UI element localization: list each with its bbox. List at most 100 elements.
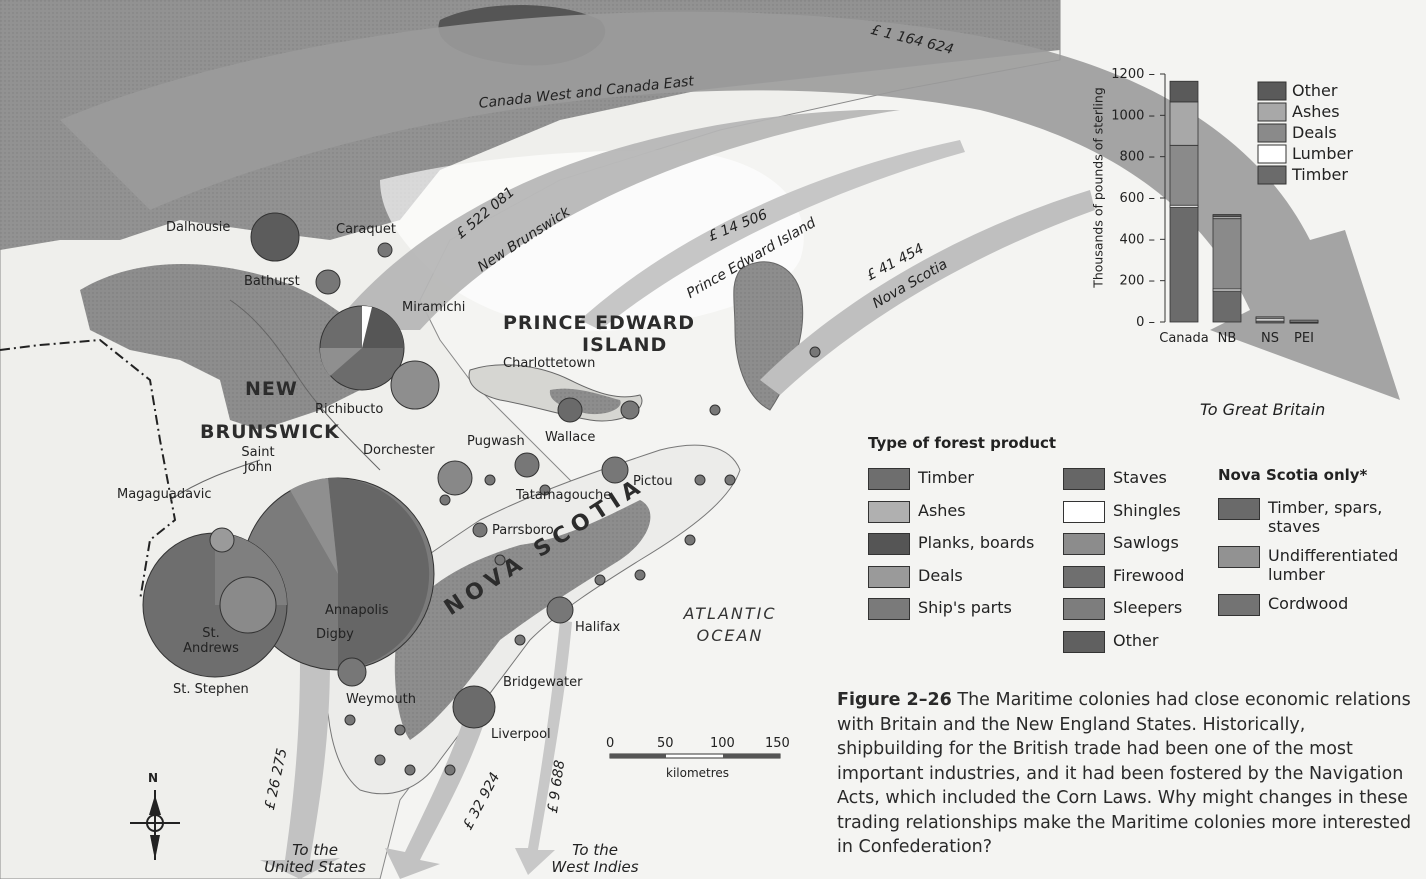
legend-swatch xyxy=(1063,598,1105,620)
bar-segment xyxy=(1212,290,1242,323)
ns-forest xyxy=(394,500,651,740)
pie-weymouth xyxy=(337,657,367,687)
legend-swatch xyxy=(1063,630,1105,653)
destination-us-line1: To the xyxy=(292,841,338,859)
place-label: Magaguadavic xyxy=(117,487,212,502)
place-label: Miramichi xyxy=(402,300,466,315)
place-label: Digby xyxy=(316,627,354,642)
chart-legend-swatch xyxy=(1257,81,1287,101)
place-label: Annapolis xyxy=(325,603,389,618)
destination-britain: To Great Britain xyxy=(1200,400,1326,419)
place-label: Halifax xyxy=(575,620,621,635)
region-pei-2: ISLAND xyxy=(582,334,668,356)
region-new-brunswick-1: NEW xyxy=(245,378,298,400)
chart-legend-swatch xyxy=(1257,144,1287,164)
bar-segment xyxy=(1255,316,1285,320)
north-arrow xyxy=(130,790,180,860)
pie-caraquet xyxy=(377,242,393,258)
destination-wi-line2: West Indies xyxy=(551,858,639,876)
legend-label: Firewood xyxy=(1113,565,1185,585)
ocean-label-line2: OCEAN xyxy=(696,626,764,645)
place-label: Bridgewater xyxy=(503,675,583,690)
flow-us xyxy=(260,660,340,879)
region-new-brunswick-2: BRUNSWICK xyxy=(200,421,340,443)
pie-dorchester xyxy=(437,460,473,496)
y-tick-label: 1000 – xyxy=(1111,108,1155,123)
place-label: Dorchester xyxy=(363,443,435,458)
pie-magaguadavic xyxy=(209,527,235,553)
chart-legend-label: Lumber xyxy=(1292,144,1353,163)
chart-legend-label: Deals xyxy=(1292,123,1337,142)
place-label: Dalhousie xyxy=(166,220,231,235)
place-label: Saint John xyxy=(241,445,275,475)
export-bar-chart: 0 –200 –400 –600 –800 –1000 –1200 –Canad… xyxy=(1080,60,1420,360)
river xyxy=(229,299,381,471)
legend-item: Cordwood xyxy=(1218,594,1398,616)
legend-item: Ship's parts xyxy=(868,598,1034,631)
scale-tick: 50 xyxy=(657,736,674,751)
legend-item: Sleepers xyxy=(1063,598,1184,631)
legend-label: Ship's parts xyxy=(918,598,1012,617)
y-tick-label: 200 – xyxy=(1120,274,1155,289)
scale-tick: 150 xyxy=(765,736,790,751)
legend-item: Deals xyxy=(868,565,1034,599)
place-label: Charlottetown xyxy=(503,356,596,371)
place-label: St. Andrews xyxy=(183,626,239,656)
legend-label: Sawlogs xyxy=(1113,533,1179,552)
place-label: Liverpool xyxy=(491,727,551,742)
legend-label: Deals xyxy=(918,565,963,585)
cape-breton xyxy=(733,261,804,411)
y-tick-label: 600 – xyxy=(1120,191,1155,206)
pie-charlottetown xyxy=(557,397,583,423)
legend-item: Shingles xyxy=(1063,500,1184,534)
category-label: NS xyxy=(1261,331,1279,346)
flow-canada xyxy=(60,11,1400,400)
chart-legend-swatch xyxy=(1257,123,1287,143)
legend-label: Staves xyxy=(1113,468,1167,487)
place-label: Caraquet xyxy=(336,222,396,237)
bar-segment xyxy=(1169,101,1199,146)
pie-halifax xyxy=(546,596,574,624)
legend-swatch xyxy=(868,533,910,555)
pie-pictou xyxy=(601,456,629,484)
pie-liverpool xyxy=(452,685,496,729)
legend-swatch xyxy=(1063,565,1105,588)
y-tick-label: 0 – xyxy=(1136,315,1155,330)
legend-title: Type of forest product xyxy=(868,434,1057,452)
bar-segment xyxy=(1169,80,1199,103)
legend-swatch xyxy=(1063,468,1105,490)
place-label: Pictou xyxy=(633,474,673,489)
destination-wi-line1: To the xyxy=(572,841,618,859)
place-label: Bathurst xyxy=(244,274,300,289)
legend-item: Firewood xyxy=(1063,565,1185,599)
chart-legend-label: Ashes xyxy=(1292,102,1340,121)
legend-label: Timber, spars,staves xyxy=(1268,498,1383,536)
legend-label: Ashes xyxy=(918,500,966,520)
pie-small xyxy=(219,576,277,634)
legend-swatch xyxy=(1218,546,1260,568)
legend-item: Timber, spars,staves xyxy=(1218,498,1398,536)
place-label: Weymouth xyxy=(346,692,416,707)
legend-swatch xyxy=(868,500,910,523)
flow-ns xyxy=(760,190,1095,395)
legend-item: Sawlogs xyxy=(1063,533,1184,566)
flow-pei xyxy=(580,140,965,330)
legend-swatch xyxy=(1218,498,1260,520)
destination-us-line2: United States xyxy=(264,858,366,876)
legend-swatch xyxy=(1063,500,1105,523)
legend-label: Sleepers xyxy=(1113,598,1183,617)
us-border xyxy=(0,338,177,601)
legend-label: Other xyxy=(1113,630,1159,650)
flow-wi-a xyxy=(385,700,490,879)
pie-saint-john xyxy=(241,477,435,671)
pie-richibucto xyxy=(390,360,440,410)
legend-item: Other xyxy=(1063,630,1184,664)
chart-legend-label: Timber xyxy=(1291,165,1348,184)
flow-nb xyxy=(330,110,900,330)
legend-item: Staves xyxy=(1063,468,1184,501)
y-tick-label: 800 – xyxy=(1120,150,1155,165)
bar-segment xyxy=(1289,319,1319,323)
north-label: N xyxy=(148,771,159,785)
chart-legend-swatch xyxy=(1257,102,1287,122)
